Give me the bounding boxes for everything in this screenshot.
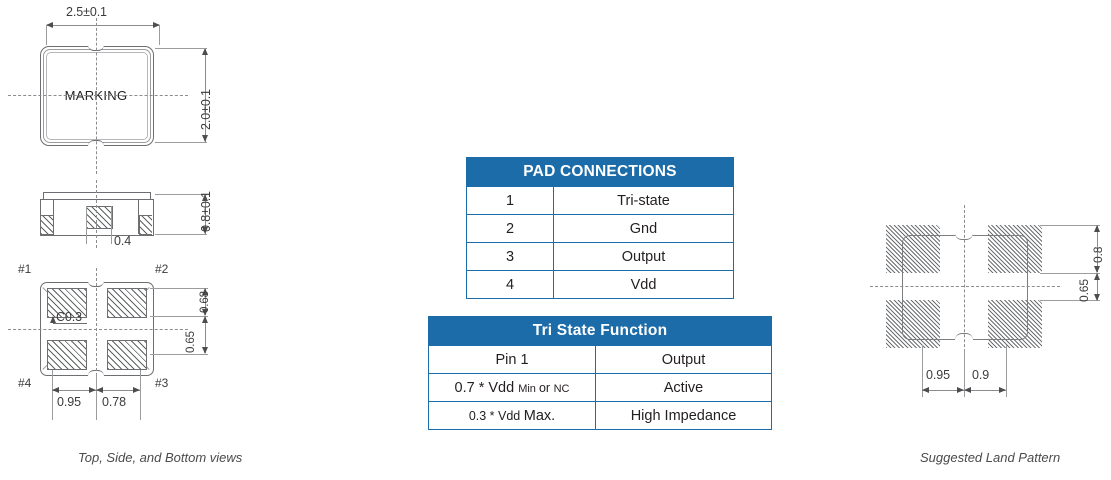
tri-state-cond-part: NC (553, 382, 570, 395)
side-view-pad-right (139, 215, 152, 235)
bottom-view-centerline-v (96, 268, 97, 396)
side-view-center-pad-dim: 0.4 (114, 234, 132, 248)
tri-state-header-row: Tri State Function (428, 316, 772, 346)
top-view: 2.5±0.1 MARKING 2.0±0.1 (0, 0, 280, 175)
pad-connections-title: PAD CONNECTIONS (466, 157, 734, 187)
package-outline-inner (46, 52, 148, 140)
tri-state-result-cell: Active (595, 373, 772, 402)
pad-function-cell: Gnd (553, 214, 734, 243)
side-view-center-pad (86, 206, 113, 229)
land-dim-right: 0.9 (972, 368, 990, 382)
land-dim-left: 0.95 (926, 368, 950, 382)
chamfer-arrow-icon (50, 316, 56, 323)
land-centerline-v (964, 205, 965, 377)
tri-state-result-cell: High Impedance (595, 401, 772, 430)
bottom-view-pad-2 (107, 288, 147, 318)
tri-state-condition-cell: 0.7 * Vdd Min or NC (428, 373, 596, 402)
right-caption: Suggested Land Pattern (920, 450, 1061, 465)
top-view-height-dim: 2.0±0.1 (199, 89, 213, 130)
land-centerline-h (870, 286, 1060, 287)
bottom-view-pad-pitch-dim: 0.65 (185, 331, 197, 353)
top-view-centerline-h (8, 95, 188, 96)
top-view-centerline-v (96, 18, 97, 174)
table-row: 4 Vdd (466, 270, 734, 299)
pad-pin-cell: 2 (466, 214, 554, 243)
tri-state-function-table: Tri State Function Pin 1 Output 0.7 * Vd… (428, 316, 772, 430)
tri-state-col-header-right: Output (595, 345, 772, 374)
tri-state-cond-part: 0.7 * Vdd (454, 379, 519, 396)
bottom-view-dim-left: 0.95 (57, 395, 81, 409)
land-pad-4 (886, 300, 940, 348)
bottom-view-dim-right: 0.78 (102, 395, 126, 409)
bottom-view-pad-1 (47, 288, 87, 318)
pin-label-1: #1 (18, 262, 32, 276)
bottom-view-pad-3 (107, 340, 147, 370)
land-pad-2 (988, 225, 1042, 273)
pad-function-cell: Output (553, 242, 734, 271)
side-view-centerline-v (96, 180, 97, 248)
tri-state-cond-part: 0.3 * Vdd (468, 408, 524, 423)
table-row: 0.7 * Vdd Min or NC Active (428, 373, 772, 402)
table-row: Pin 1 Output (428, 345, 772, 374)
left-drawing-group: 2.5±0.1 MARKING 2.0±0.1 (0, 0, 280, 480)
land-pad-1 (886, 225, 940, 273)
pad-connections-table: PAD CONNECTIONS 1 Tri-state 2 Gnd 3 Outp… (466, 157, 734, 299)
land-package-outline (902, 235, 1028, 340)
tri-state-col-header-left: Pin 1 (428, 345, 596, 374)
land-pattern-drawing: 0.8 0.65 0.95 0.9 (860, 205, 1111, 435)
pad-pin-cell: 3 (466, 242, 554, 271)
side-view: 0.4 0.8±0.1 (0, 180, 280, 260)
pin-label-2: #2 (155, 262, 169, 276)
bottom-view: #1 #2 #3 #4 C0.3 0.68 (0, 262, 280, 442)
tri-state-cond-part: Max. (523, 407, 556, 424)
chamfer-note: C0.3 (56, 310, 83, 324)
land-pad-pitch-dim: 0.65 (1077, 279, 1091, 302)
bottom-view-pad-height-dim: 0.68 (199, 291, 211, 313)
land-pad-3 (988, 300, 1042, 348)
pad-connections-header-row: PAD CONNECTIONS (466, 157, 734, 187)
land-pad-height-dim: 0.8 (1091, 246, 1105, 263)
bottom-view-centerline-h (8, 329, 188, 330)
table-row: 2 Gnd (466, 214, 734, 243)
table-row: 0.3 * Vdd Max. High Impedance (428, 401, 772, 430)
table-row: 3 Output (466, 242, 734, 271)
pad-function-cell: Tri-state (553, 186, 734, 215)
tri-state-cond-part: Min (518, 382, 539, 395)
left-caption: Top, Side, and Bottom views (78, 450, 243, 465)
side-view-height-dim: 0.8±0.1 (199, 191, 213, 232)
side-view-pad-left (41, 215, 54, 235)
pad-function-cell: Vdd (553, 270, 734, 299)
pad-connections-body: 1 Tri-state 2 Gnd 3 Output 4 Vdd (466, 186, 734, 299)
table-row: 1 Tri-state (466, 186, 734, 215)
tri-state-body: Pin 1 Output 0.7 * Vdd Min or NC Active … (428, 345, 772, 430)
pad-pin-cell: 4 (466, 270, 554, 299)
bottom-view-pad-4 (47, 340, 87, 370)
top-view-width-dim: 2.5±0.1 (66, 5, 107, 19)
pin-label-4: #4 (18, 376, 32, 390)
pad-pin-cell: 1 (466, 186, 554, 215)
pin-label-3: #3 (155, 376, 169, 390)
tri-state-cond-part: or (538, 380, 554, 395)
tri-state-title: Tri State Function (428, 316, 772, 346)
tri-state-condition-cell: 0.3 * Vdd Max. (428, 401, 596, 430)
